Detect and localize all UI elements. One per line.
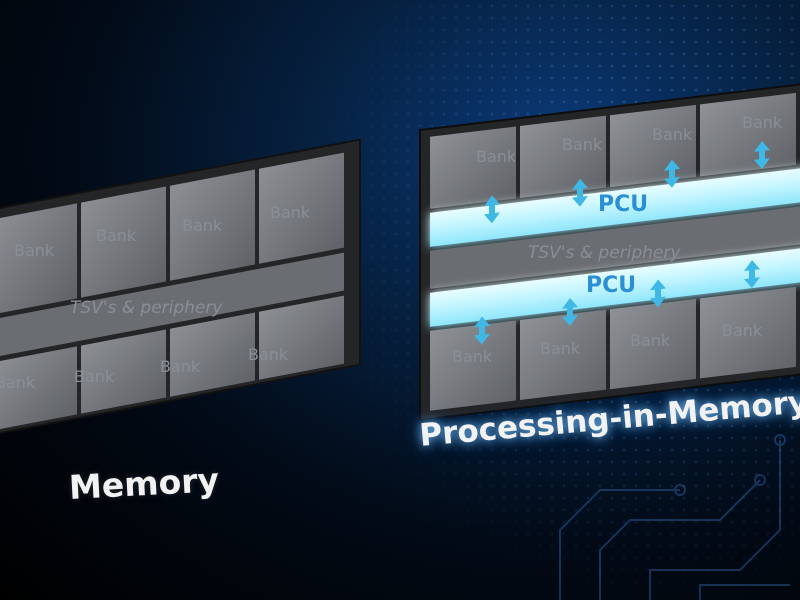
memory-top-bank-label: Bank (96, 226, 137, 245)
memory-bottom-bank-label: Bank (0, 373, 36, 392)
pim-strip-label: TSV's & periphery (528, 243, 681, 263)
pim-top-bank-label: Bank (742, 113, 783, 132)
pim-chip: Bank Bank Bank Bank PCU TSV's & peripher… (419, 70, 800, 422)
memory-top-bank-label: Bank (182, 216, 223, 235)
memory-chip: Bank Bank Bank Bank TSV's & periphery Ba… (0, 138, 370, 448)
pcu-top-strip (430, 167, 800, 247)
memory-bottom-bank-label: Bank (160, 357, 201, 376)
memory-caption: Memory (68, 460, 220, 507)
pcu-top-label: PCU (598, 192, 648, 217)
pcu-bottom-label: PCU (586, 273, 636, 298)
memory-top-banks (0, 152, 344, 315)
pim-bottom-bank-label: Bank (630, 331, 671, 350)
pim-top-banks (430, 92, 796, 209)
pim-bottom-bank-label: Bank (452, 347, 493, 366)
pim-bottom-bank-label: Bank (540, 339, 581, 358)
memory-top-bank-label: Bank (14, 241, 55, 260)
pim-top-bank-label: Bank (562, 135, 603, 154)
memory-top-bank-label: Bank (270, 203, 311, 222)
pcu-bottom-strip (430, 247, 800, 327)
memory-strip-label: TSV's & periphery (70, 298, 223, 318)
memory-bottom-banks (0, 295, 344, 431)
pim-top-bank-label: Bank (652, 125, 693, 144)
pim-bottom-banks (430, 286, 796, 411)
memory-tsv-strip (0, 252, 344, 358)
memory-bottom-bank-label: Bank (248, 345, 289, 364)
pim-top-bank-label: Bank (476, 147, 517, 166)
circuit-pattern (559, 434, 790, 600)
memory-bottom-bank-label: Bank (74, 367, 115, 386)
pim-tsv-strip (430, 205, 800, 289)
pim-bottom-bank-label: Bank (722, 321, 763, 340)
